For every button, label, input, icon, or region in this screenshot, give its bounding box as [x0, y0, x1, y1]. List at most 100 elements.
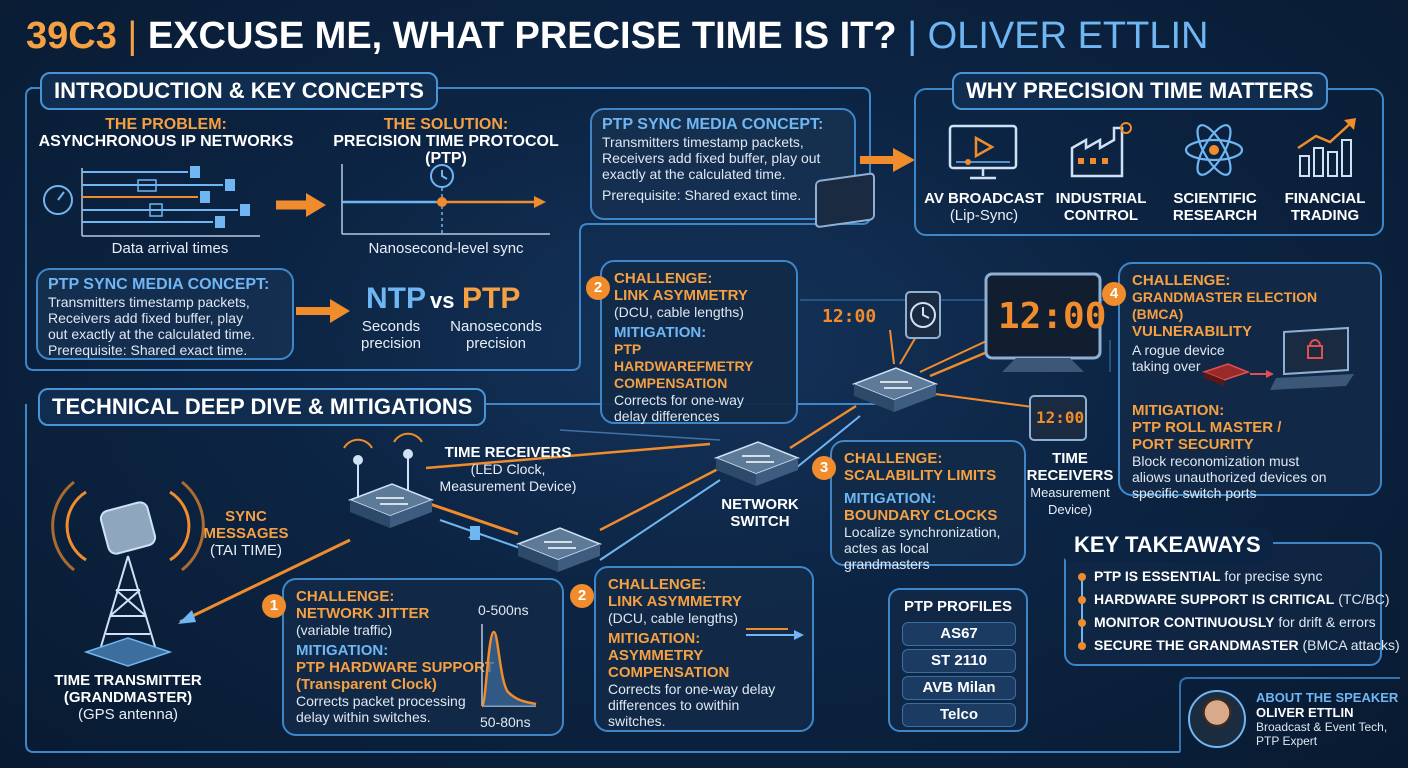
- ntp-caption-2: precision: [360, 335, 422, 352]
- concept-top-prereq: Prerequisite: Shared exact time.: [602, 187, 802, 203]
- takeaway-item: MONITOR CONTINUOUSLY for drift & errors: [1078, 614, 1376, 630]
- profile-item: ST 2110: [902, 649, 1016, 673]
- concept-top-line: Transmitters timestamp packets,: [602, 134, 804, 150]
- receivers-right-line: Measurement: [1030, 485, 1110, 500]
- takeaway-rest: for precise sync: [1220, 568, 1323, 584]
- challenge-number-badge: 3: [812, 456, 836, 480]
- event-name: 39C3: [26, 15, 117, 57]
- asymmetry-arrows-icon: [746, 628, 804, 640]
- challenge-sub: (variable traffic): [296, 622, 393, 638]
- sync-messages-label: SYNC MESSAGES (TAI TIME): [196, 508, 296, 559]
- intro-concept-line: out exactly at the calculated time.: [48, 326, 255, 342]
- why-item-label: FINANCIAL: [1284, 190, 1366, 207]
- mitigation-title: PTP HARDWAREFMETRY: [614, 341, 754, 374]
- why-item-industrial: INDUSTRIAL CONTROL: [1046, 190, 1156, 224]
- takeaway-item: PTP IS ESSENTIAL for precise sync: [1078, 568, 1322, 584]
- ptp-label: PTP: [462, 282, 521, 315]
- challenge-title: LINK ASYMMETRY: [608, 593, 742, 610]
- sync-line: SYNC: [225, 508, 267, 525]
- mitigation-label: MITIGATION:: [614, 324, 707, 341]
- header: 39C3 | EXCUSE ME, WHAT PRECISE TIME IS I…: [26, 12, 1208, 60]
- intro-section-title: INTRODUCTION & KEY CONCEPTS: [40, 72, 438, 110]
- problem-to-solution-arrow: [276, 193, 326, 217]
- ntp-vs-ptp: NTP vs PTP Seconds precision Nanoseconds…: [356, 282, 576, 362]
- factory-icon: [1070, 122, 1132, 178]
- speaker-name-header: OLIVER ETTLIN: [927, 15, 1209, 57]
- large-clock-display-icon: [984, 272, 1102, 372]
- header-separator-2: |: [907, 15, 918, 57]
- mitigation-text: actes as local grandmasters: [844, 540, 930, 572]
- rogue-device-icon: [1201, 363, 1251, 386]
- challenge-sub: (DCU, cable lengths): [608, 610, 738, 626]
- time-receivers-right-label: TIME RECEIVERS Measurement Device): [1026, 450, 1114, 518]
- solution-text: PRECISION TIME PROTOCOL (PTP): [333, 133, 559, 167]
- deep-section-title: TECHNICAL DEEP DIVE & MITIGATIONS: [38, 388, 487, 426]
- mitigation-label: MITIGATION:: [1132, 402, 1225, 419]
- takeaway-rest: for drift & errors: [1274, 614, 1376, 630]
- challenge-label: CHALLENGE:: [614, 270, 713, 287]
- talk-title: EXCUSE ME, WHAT PRECISE TIME IS IT?: [147, 15, 897, 57]
- challenge-label: CHALLENGE:: [608, 576, 707, 593]
- takeaway-item: SECURE THE GRANDMASTER (BMCA attacks): [1078, 637, 1400, 653]
- mitigation-title: PORT SECURITY: [1132, 436, 1254, 453]
- solution-block: THE SOLUTION: PRECISION TIME PROTOCOL (P…: [314, 116, 578, 167]
- led-clock-icon: [1029, 395, 1087, 441]
- switch-icon: [343, 432, 435, 528]
- challenge-number-badge: 4: [1102, 282, 1126, 306]
- mitigation-title: (Transparent Clock): [296, 676, 437, 693]
- ptp-profiles-panel: PTP PROFILES AS67 ST 2110 AVB Milan Telc…: [888, 588, 1028, 732]
- profile-item: AS67: [902, 622, 1016, 646]
- network-switch-label: NETWORK SWITCH: [712, 496, 808, 530]
- clock-digits-b: 12:00: [998, 296, 1107, 337]
- sync-timeline-diagram: [341, 164, 550, 235]
- challenge-link-asymmetry-bottom: CHALLENGE: LINK ASYMMETRY (DCU, cable le…: [594, 566, 814, 732]
- challenge-label: CHALLENGE:: [296, 588, 395, 605]
- takeaway-rest: (TC/BC): [1334, 591, 1390, 607]
- challenge-label: CHALLENGE:: [844, 450, 943, 467]
- intro-concept-line: Receivers add fixed buffer, play: [48, 310, 244, 326]
- concept-to-ntp-arrow: [296, 299, 350, 323]
- intro-concept-line: Prerequisite: Shared exact time.: [48, 342, 248, 358]
- mitigation-text: differences to owithin switches.: [608, 697, 740, 729]
- switch-icon: [851, 367, 939, 412]
- challenge-sub: (DCU, cable lengths): [614, 304, 744, 320]
- speaker-avatar: [1188, 690, 1246, 748]
- mitigation-text: specific switch ports: [1132, 485, 1257, 501]
- speaker-role: PTP Expert: [1256, 734, 1318, 748]
- ptp-caption-1: Nanoseconds: [450, 318, 542, 335]
- challenge-title: GRANDMASTER ELECTION (BMCA): [1132, 289, 1318, 322]
- speaker-name: OLIVER ETTLIN: [1256, 705, 1354, 720]
- receivers-right-line: Device): [1047, 502, 1093, 517]
- transmitter-line: (GRANDMASTER): [63, 689, 193, 706]
- speaker-role: Broadcast & Event Tech,: [1256, 720, 1388, 734]
- challenge-sub: A rogue device: [1132, 342, 1225, 358]
- header-separator: |: [127, 15, 138, 57]
- receivers-right-line: RECEIVERS: [1026, 467, 1114, 484]
- switch-icon: [515, 527, 603, 572]
- switch-line: SWITCH: [730, 513, 790, 530]
- ntp-caption: Seconds precision: [356, 318, 426, 352]
- takeaway-rest: (BMCA attacks): [1298, 637, 1400, 653]
- mitigation-text: Corrects for one-way delay: [608, 681, 776, 697]
- led-clock-icon: [815, 172, 875, 228]
- gps-tower-icon: [51, 480, 205, 667]
- why-section-title: WHY PRECISION TIME MATTERS: [952, 72, 1328, 110]
- sync-line: (TAI TIME): [210, 542, 282, 559]
- speaker-label: ABOUT THE SPEAKER: [1256, 690, 1399, 705]
- jitter-range-top: 0-500ns: [478, 602, 529, 618]
- why-item-label: AV BROADCAST: [924, 190, 1044, 207]
- jitter-range-bottom: 50-80ns: [480, 714, 531, 730]
- takeaways-panel: [1064, 542, 1382, 666]
- receivers-line: Measurement Device): [439, 478, 577, 494]
- why-item-sub: RESEARCH: [1172, 207, 1258, 224]
- concept-top-line: Receivers add fixed buffer, play out: [602, 150, 821, 166]
- mitigation-title: PTP HARDWARE SUPPORT: [296, 659, 495, 676]
- takeaway-item: HARDWARE SUPPORT IS CRITICAL (TC/BC): [1078, 591, 1390, 607]
- jitter-distribution-graph: [480, 624, 537, 708]
- challenge-scalability: CHALLENGE: SCALABILITY LIMITS MITIGATION…: [830, 440, 1026, 572]
- mitigation-title: PTP ROLL MASTER /: [1132, 419, 1282, 436]
- atom-icon: [1184, 124, 1244, 176]
- clock-digits-a: 12:00: [822, 306, 877, 327]
- profile-item: AVB Milan: [902, 676, 1016, 700]
- mitigation-title: COMPENSATION: [614, 375, 728, 391]
